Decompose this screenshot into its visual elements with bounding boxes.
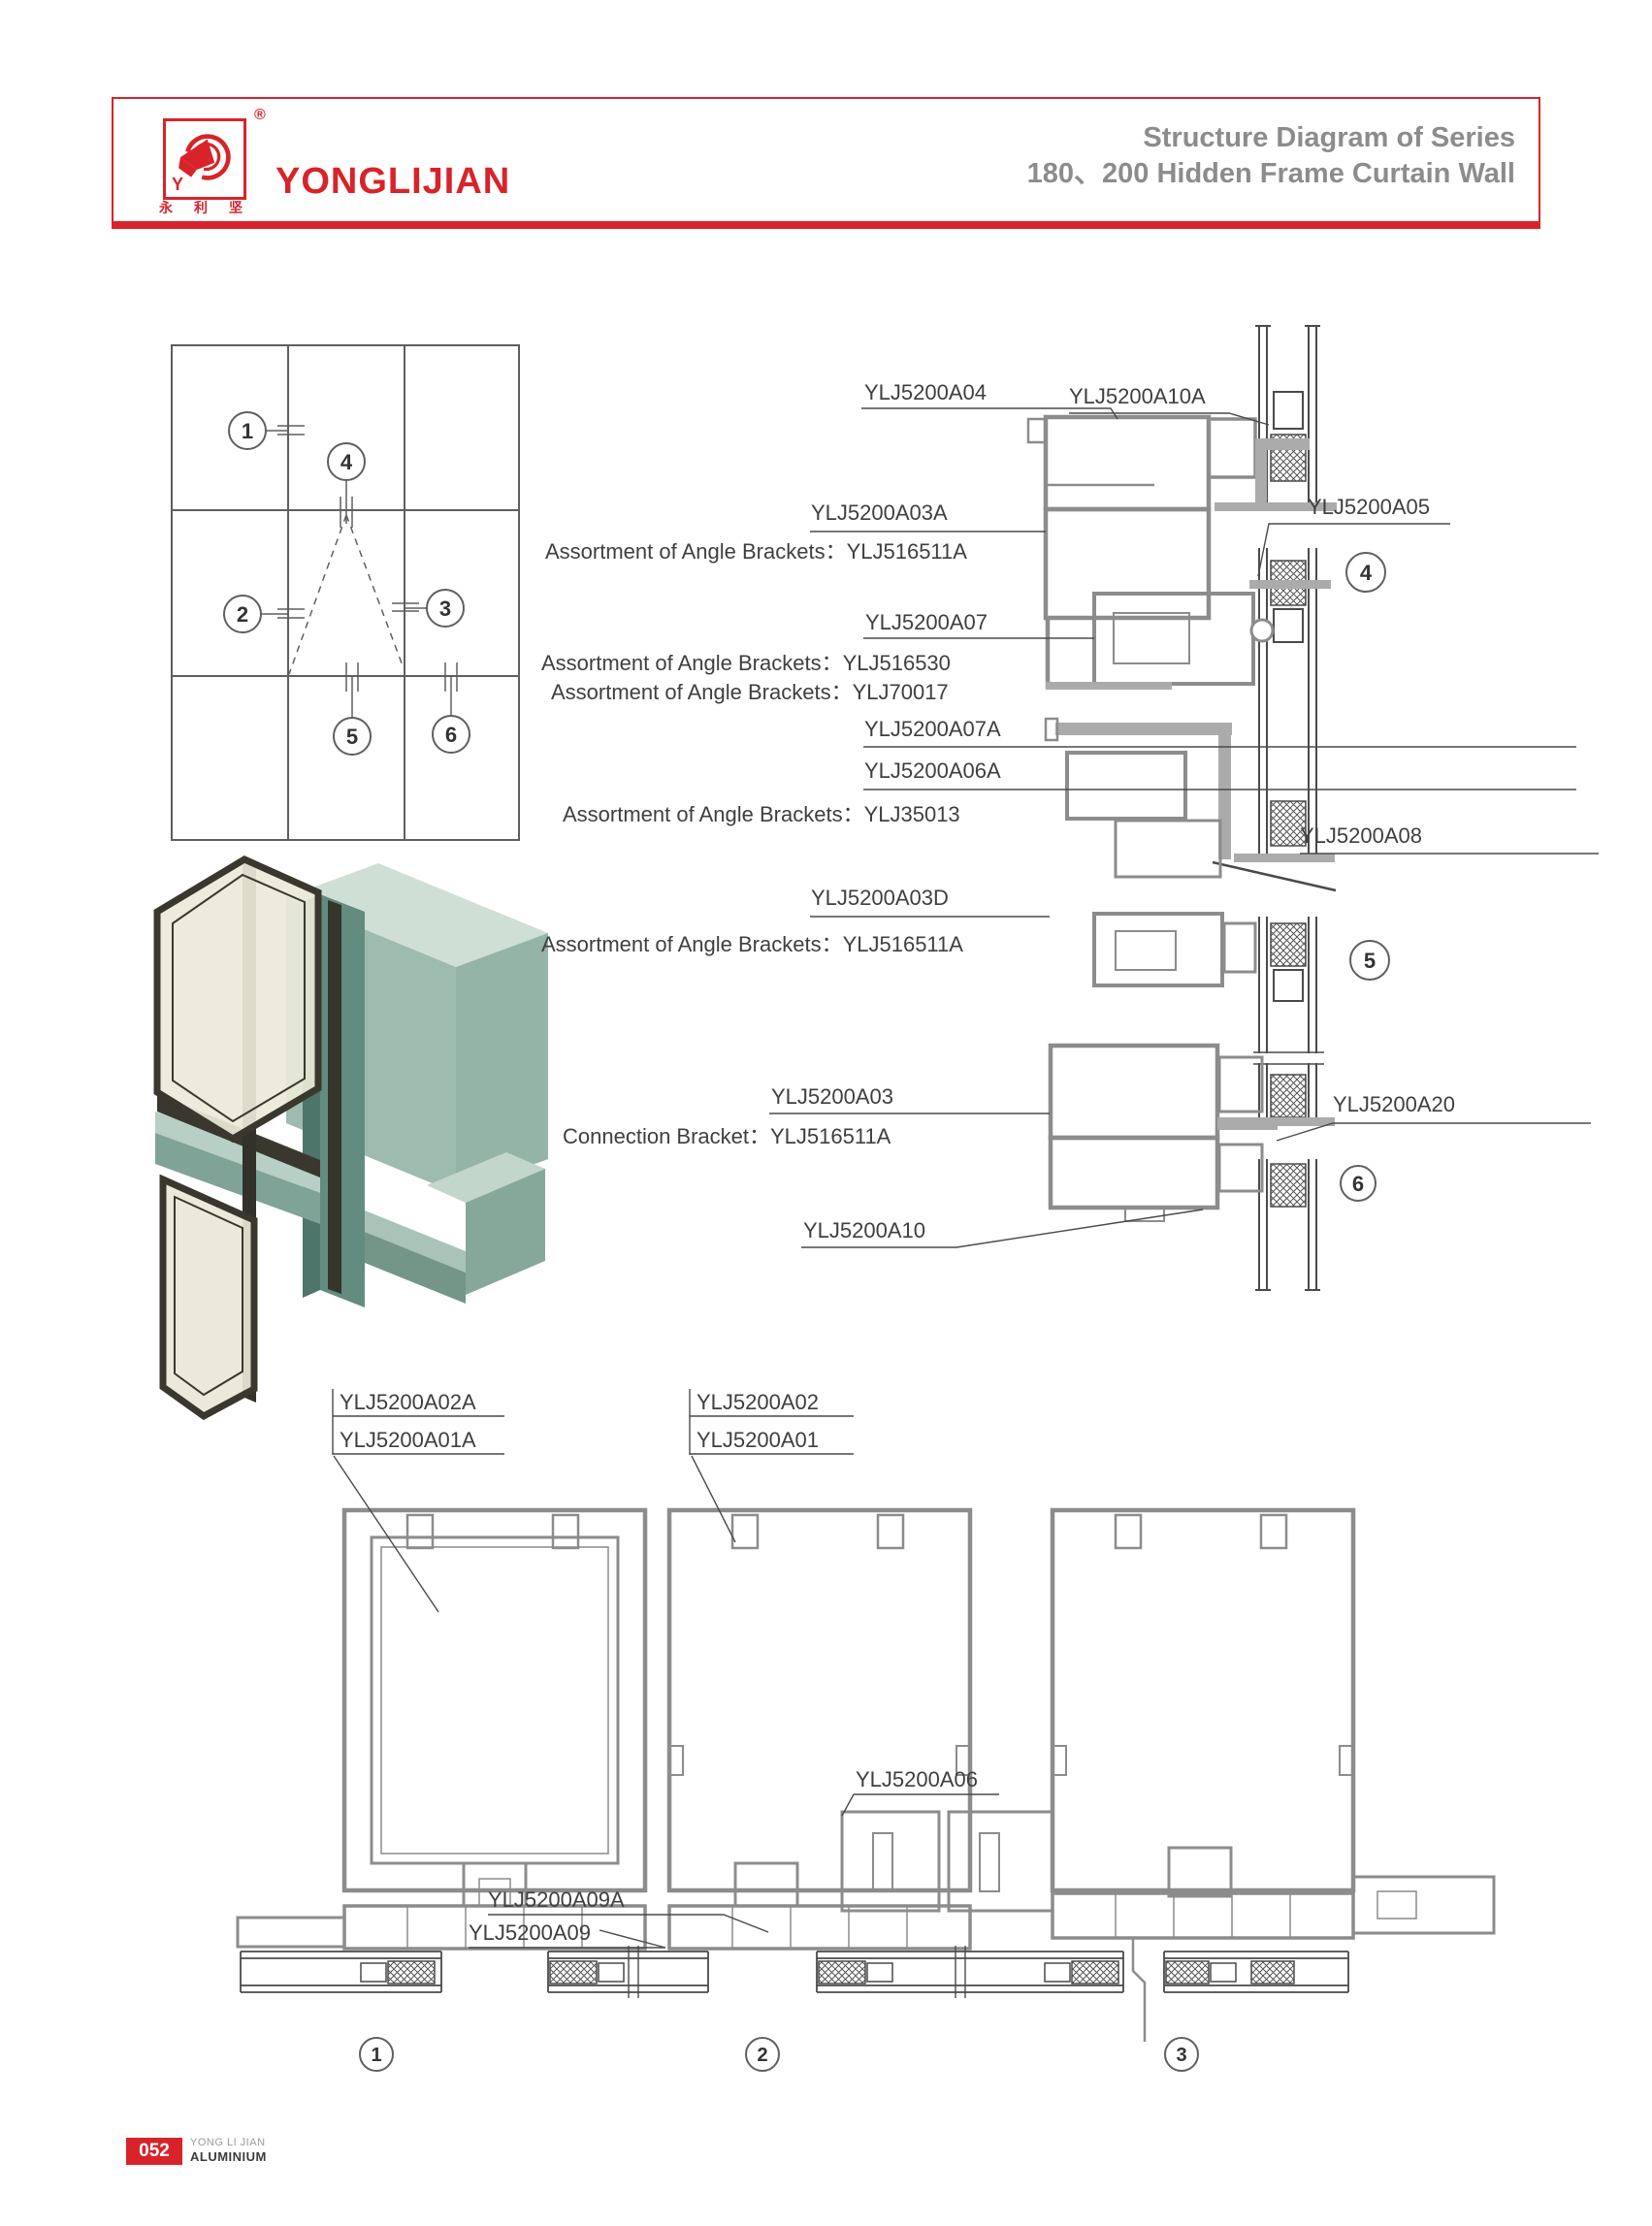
label-ylj5200a10: YLJ5200A10 <box>803 1218 925 1242</box>
detail-callout-5: 5 <box>1364 949 1376 973</box>
label-ylj5200a07: YLJ5200A07 <box>865 610 988 634</box>
label-ylj5200a01a: YLJ5200A01A <box>340 1428 476 1452</box>
detail-callout-circles: 4 5 6 <box>1340 552 1390 1202</box>
label-ylj5200a08: YLJ5200A08 <box>1300 823 1422 848</box>
brand-logo-emblem-icon <box>178 134 231 180</box>
detail-6-drawing <box>1048 1043 1278 1222</box>
label-ylj5200a10a: YLJ5200A10A <box>1069 384 1206 408</box>
bottom-callout-3: 3 <box>1176 2045 1186 2066</box>
page-title-line1: Structure Diagram of Series <box>1143 122 1515 153</box>
footer-company-division: ALUMINIUM <box>190 2149 267 2164</box>
registered-mark: ® <box>254 107 266 123</box>
detail-callout-6: 6 <box>1352 1172 1364 1196</box>
detail-callout-4: 4 <box>1360 561 1373 585</box>
label-ylj5200a09a: YLJ5200A09A <box>488 1887 625 1912</box>
detail-5-drawing <box>1044 717 1257 987</box>
page-title: Structure Diagram of Series 180、200 Hidd… <box>1027 120 1515 192</box>
note-angle-brackets-70017: Assortment of Angle Brackets：YLJ70017 <box>551 680 949 704</box>
brand-name-chinese: 永利坚 <box>159 200 264 215</box>
page-number-badge: 052 <box>126 2138 182 2165</box>
grid-callout-1: 1 <box>242 419 253 443</box>
page-title-line2: 180、200 Hidden Frame Curtain Wall <box>1026 158 1515 189</box>
label-ylj5200a04: YLJ5200A04 <box>864 380 987 404</box>
note-angle-brackets-516511a-mid: Assortment of Angle Brackets：YLJ516511A <box>541 932 963 956</box>
label-ylj5200a07a: YLJ5200A07A <box>864 717 1001 741</box>
mullion-section-1 <box>236 1507 648 1951</box>
mullion-section-2 <box>666 1507 973 1951</box>
brand-name: YONGLIJIAN <box>275 161 511 202</box>
label-ylj5200a01: YLJ5200A01 <box>696 1428 819 1452</box>
label-ylj5200a06: YLJ5200A06 <box>856 1767 978 1791</box>
bottom-callout-2: 2 <box>757 2045 767 2066</box>
label-ylj5200a02a: YLJ5200A02A <box>340 1390 476 1414</box>
glass-plan-rows <box>240 1946 1349 1998</box>
bottom-callout-1: 1 <box>371 2045 381 2066</box>
brand-logo-monogram: Y <box>172 175 184 194</box>
annotation-leader-lines <box>769 407 1599 1248</box>
label-ylj5200a03d: YLJ5200A03D <box>811 886 949 910</box>
note-angle-brackets-516530: Assortment of Angle Brackets：YLJ516530 <box>541 651 951 675</box>
grid-callout-5: 5 <box>346 725 358 749</box>
label-ylj5200a05: YLJ5200A05 <box>1308 495 1430 519</box>
label-ylj5200a02: YLJ5200A02 <box>696 1390 819 1414</box>
detail-4-drawing <box>1026 414 1331 690</box>
grid-callout-4: 4 <box>340 450 353 474</box>
note-connection-bracket: Connection Bracket：YLJ516511A <box>563 1124 891 1148</box>
mullion-section-3 <box>840 1507 1496 2042</box>
note-angle-brackets-516511a-top: Assortment of Angle Brackets：YLJ516511A <box>545 539 967 564</box>
header-red-bar <box>112 221 1540 229</box>
grid-callout-6: 6 <box>445 723 457 747</box>
grid-callout-3: 3 <box>439 597 451 621</box>
note-angle-brackets-35013: Assortment of Angle Brackets：YLJ35013 <box>563 802 960 826</box>
footer-company-name: YONG LI JIAN <box>190 2137 266 2148</box>
label-ylj5200a09: YLJ5200A09 <box>469 1920 591 1945</box>
dashed-callout-triangle <box>288 514 405 675</box>
bottom-leader-lines <box>332 1389 999 1949</box>
grid-schematic: 1 4 2 3 5 6 <box>171 344 520 841</box>
label-ylj5200a03a: YLJ5200A03A <box>811 500 948 525</box>
label-ylj5200a06a: YLJ5200A06A <box>864 758 1001 783</box>
label-ylj5200a03: YLJ5200A03 <box>771 1084 893 1109</box>
label-ylj5200a20: YLJ5200A20 <box>1333 1092 1455 1116</box>
brand-logo: Y <box>163 118 246 200</box>
vertical-glass-line <box>1212 325 1337 1291</box>
bottom-callout-circles: 1 2 3 <box>359 2037 1199 2072</box>
grid-callout-2: 2 <box>237 602 248 627</box>
isometric-3d-render <box>153 855 548 1421</box>
